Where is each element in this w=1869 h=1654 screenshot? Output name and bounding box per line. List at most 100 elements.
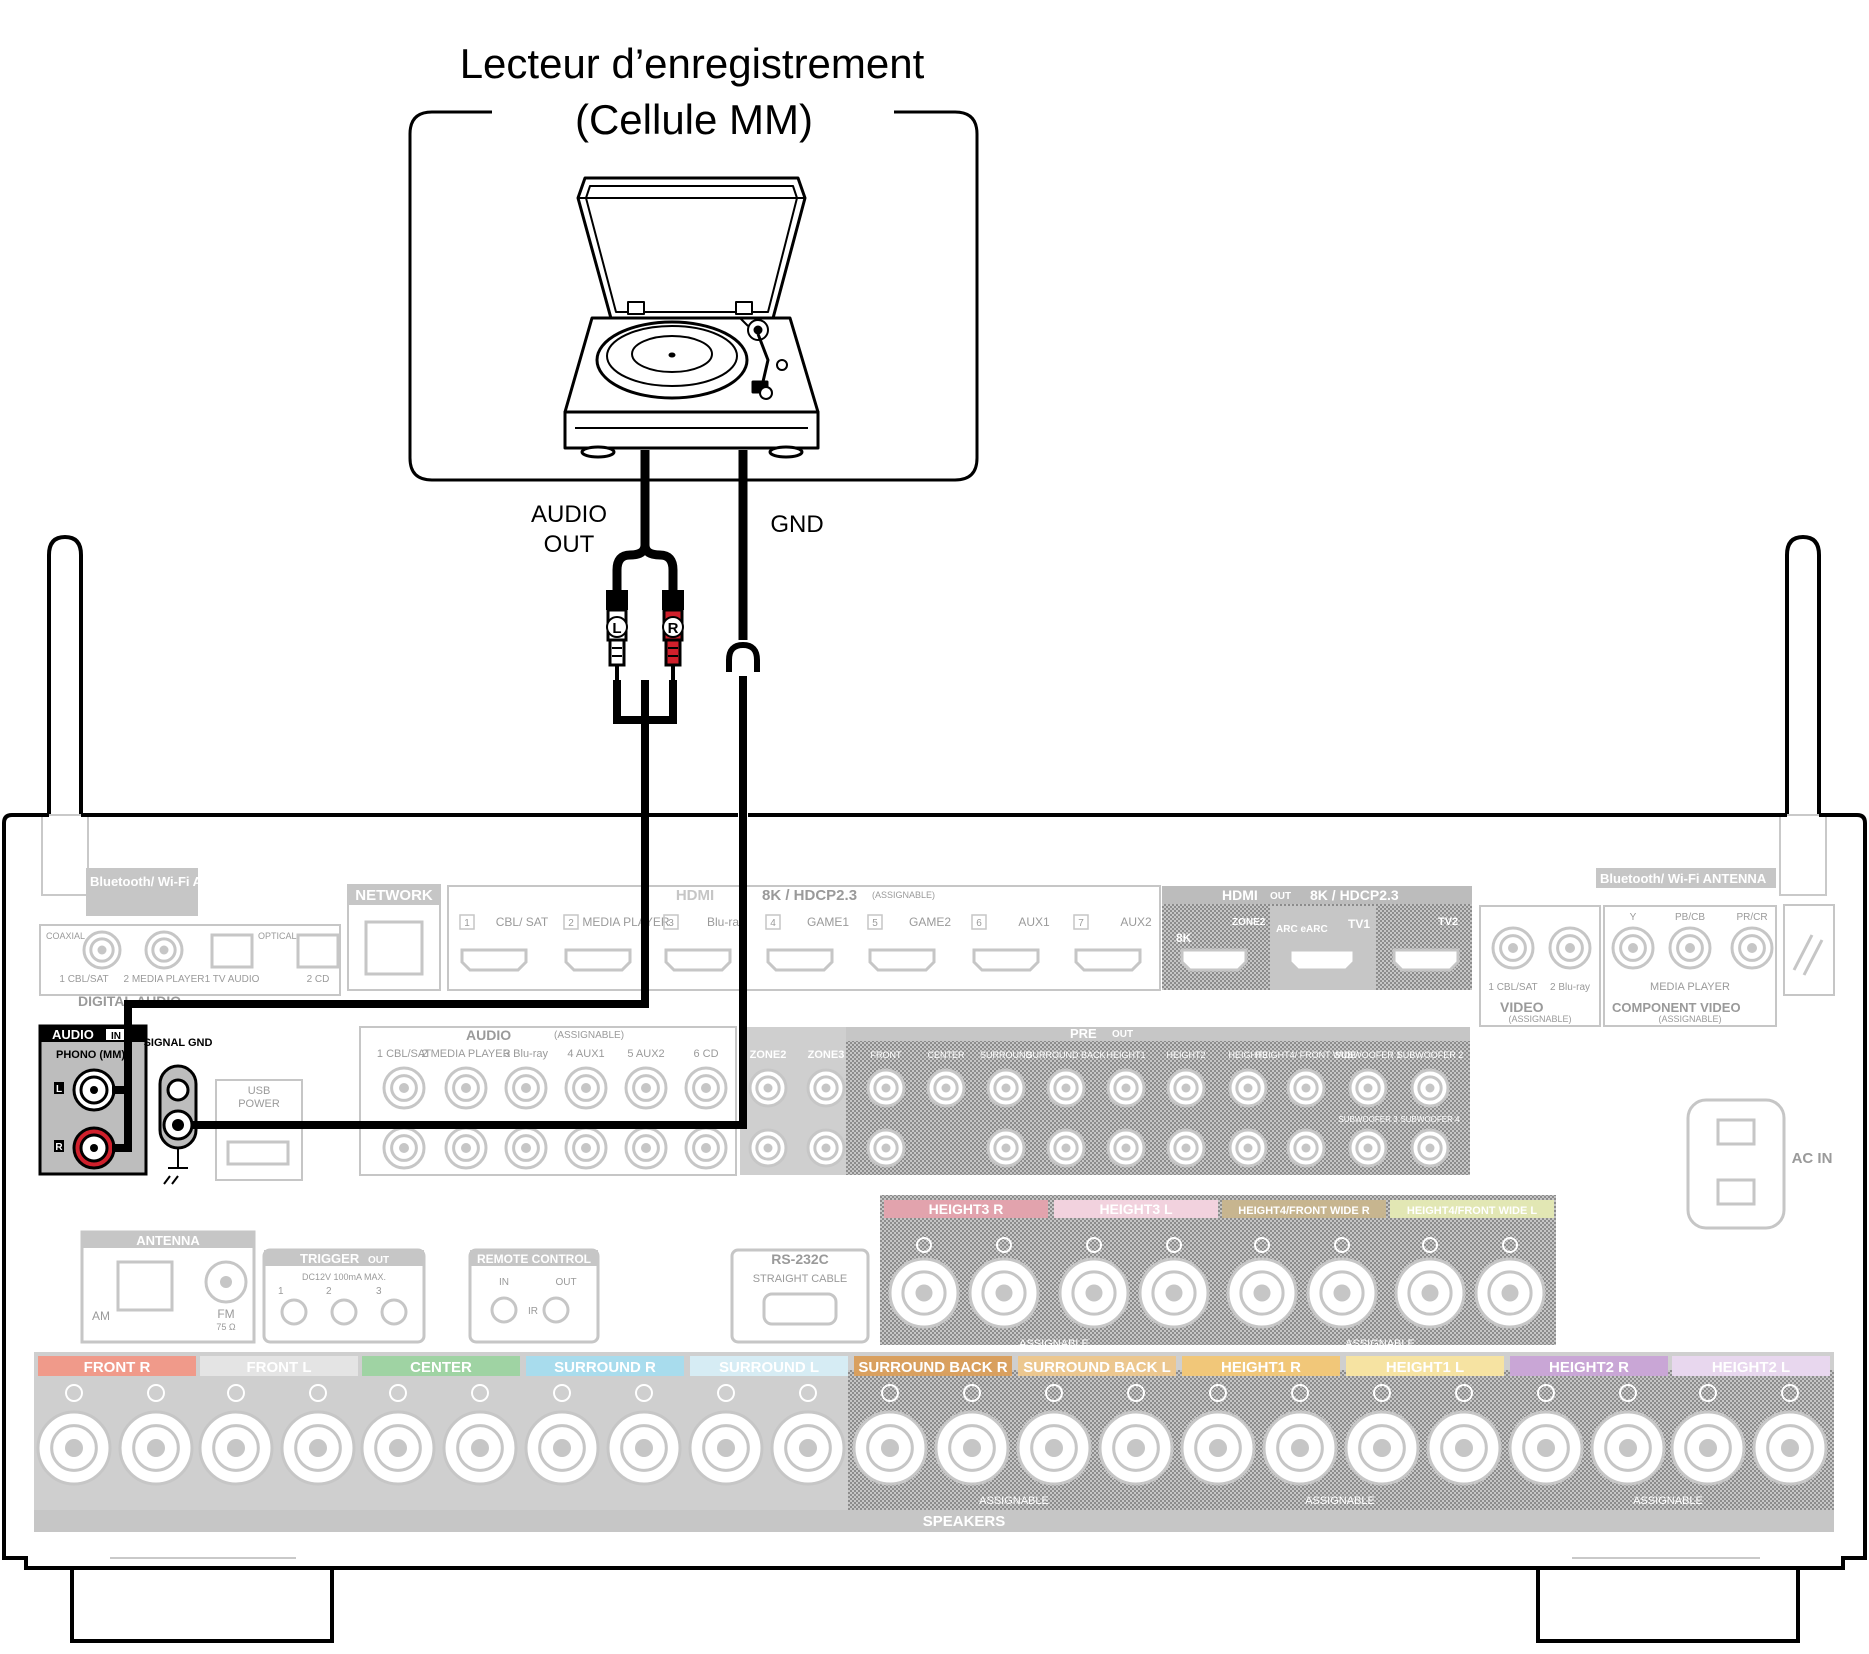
audio-in-jack-l-1-pin xyxy=(399,1083,409,1093)
hdmi-in-port-1 xyxy=(460,948,528,972)
comp-pb-label: PB/CB xyxy=(1675,912,1705,923)
tv2-label: TV2 xyxy=(1438,916,1458,928)
am-label: AM xyxy=(92,1309,110,1323)
speaker-minus-6-ring xyxy=(948,1424,996,1472)
component-pr-jack-ring xyxy=(1738,934,1766,962)
pre-out-jack-top-6-ring xyxy=(1173,1075,1199,1101)
zone-jack-l-1-ring xyxy=(755,1075,781,1101)
speaker-plus-10-pin xyxy=(1537,1439,1555,1457)
optical-jack-2 xyxy=(296,933,340,969)
speaker-assignable-1: ASSIGNABLE xyxy=(979,1495,1049,1507)
audio-in-jack-r-1-ring xyxy=(390,1134,418,1162)
upper-minus-icon-4 xyxy=(1502,1237,1518,1253)
speaker-plus-6-ring xyxy=(866,1424,914,1472)
pre-out-label-2: CENTER xyxy=(927,1050,965,1060)
k8-label: 8K xyxy=(1176,931,1192,945)
speaker-plus-icon-5 xyxy=(717,1384,735,1402)
hdmi-in-label-4: GAME1 xyxy=(807,915,849,929)
zone-pre-out-panel: PRE OUT xyxy=(740,1026,1470,1175)
speaker-minus-1-pin xyxy=(147,1439,165,1457)
speaker-label-5: SURROUND L xyxy=(719,1359,819,1376)
upper-speaker-minus-4-ring xyxy=(1487,1270,1533,1316)
hdmi-out-panel: HDMI OUT 8K / HDCP2.3 TV1 ARC eARC ZONE2… xyxy=(1162,886,1472,990)
rs232-panel: RS-232C STRAIGHT CABLE xyxy=(730,1248,870,1344)
zone-jack-r-2-pin xyxy=(821,1143,831,1153)
audio-in-jack-r-6-ring xyxy=(692,1134,720,1162)
remote-ir-label: IR xyxy=(528,1306,538,1317)
speaker-plus-1-ring xyxy=(50,1424,98,1472)
speaker-plus-icon-4 xyxy=(553,1384,571,1402)
speaker-minus-5-pin xyxy=(799,1439,817,1457)
upper-speaker-label-1: HEIGHT3 R xyxy=(929,1201,1004,1217)
audio-in-jack-r-5-pin xyxy=(641,1143,651,1153)
zone-label-1: ZONE2 xyxy=(750,1049,787,1061)
usb-label: USB xyxy=(248,1085,271,1097)
upper-speaker-minus-3-pin xyxy=(1333,1284,1351,1302)
speaker-minus-4-ring xyxy=(620,1424,668,1472)
pre-out-jack-bottom-9-pin xyxy=(1363,1143,1373,1153)
hdmi-in-number-3: 3 xyxy=(668,918,674,929)
antenna-panel: ANTENNA AM FM 75 Ω xyxy=(80,1230,256,1344)
coaxial-jack-1-pin xyxy=(97,945,107,955)
coaxial-jack-2-ring xyxy=(151,937,177,963)
audio-in-panel: AUDIO (ASSIGNABLE) xyxy=(359,1026,737,1176)
hdmi-in-number-box-1 xyxy=(459,914,475,930)
hdmi-in-label-3: Blu-ray xyxy=(707,915,745,929)
tv1-label: TV1 xyxy=(1348,917,1370,931)
trigger-panel: TRIGGER OUT DC12V 100mA MAX. 1 2 3 xyxy=(262,1248,426,1344)
speaker-minus-5-ring xyxy=(784,1424,832,1472)
upper-speaker-minus-2-pin xyxy=(1165,1284,1183,1302)
optical-jack-1 xyxy=(210,933,254,969)
pre-out-jack-bottom-1-ring xyxy=(873,1135,899,1161)
hdmi-in-port-5 xyxy=(868,948,936,972)
speaker-minus-3-ring xyxy=(456,1424,504,1472)
hdmi-in-number-7: 7 xyxy=(1078,918,1084,929)
hdmi-in-number-6: 6 xyxy=(976,918,982,929)
speaker-plus-5-pin xyxy=(717,1439,735,1457)
digital-jacks xyxy=(82,930,340,970)
hdmi-out-spec: 8K / HDCP2.3 xyxy=(1310,887,1399,903)
phono-in-badge: IN xyxy=(111,1031,121,1042)
audio-in-assignable: (ASSIGNABLE) xyxy=(554,1030,624,1041)
gnd-fork xyxy=(726,641,760,672)
pre-out-jack-bottom-8-ring xyxy=(1293,1135,1319,1161)
speaker-minus-8-ring xyxy=(1276,1424,1324,1472)
upper-speaker-header-1 xyxy=(884,1200,1048,1218)
zone-jack-l-2-pin xyxy=(821,1083,831,1093)
wifi-icon-right xyxy=(1783,904,1835,996)
upper-plus-icon-1 xyxy=(916,1237,932,1253)
upper-speaker-label-4: HEIGHT4/FRONT WIDE L xyxy=(1407,1205,1537,1217)
opt2-label: 2 CD xyxy=(307,974,330,985)
audio-in-jack-l-1-ring xyxy=(390,1074,418,1102)
remote-in-label: IN xyxy=(499,1277,509,1288)
usb-port: USB POWER xyxy=(215,1079,303,1181)
upper-speaker-minus-2-ring xyxy=(1151,1270,1197,1316)
hdmi-out-zone2-port xyxy=(1180,948,1248,972)
hdmi-in-port-7 xyxy=(1074,948,1142,972)
upper-minus-icon-2 xyxy=(1166,1237,1182,1253)
speaker-plus-5-ring xyxy=(702,1424,750,1472)
hdmi-in-number-box-5 xyxy=(867,914,883,930)
speaker-minus-icon-11 xyxy=(1781,1384,1799,1402)
upper-speaker-label-2: HEIGHT3 L xyxy=(1099,1201,1173,1217)
pre-out-jack-top-1-ring xyxy=(873,1075,899,1101)
hdmi-in-title: HDMI xyxy=(676,887,714,904)
speaker-minus-11-ring xyxy=(1766,1424,1814,1472)
hdmi-in-assignable: (ASSIGNABLE) xyxy=(872,890,935,900)
pre-out-jack-top-9-pin xyxy=(1363,1083,1373,1093)
component-pb-jack-pin xyxy=(1685,943,1695,953)
speaker-label-9: HEIGHT1 L xyxy=(1386,1359,1464,1376)
audio-in-jack-l-3-pin xyxy=(521,1083,531,1093)
remote-out-label: OUT xyxy=(555,1277,576,1288)
video-label: VIDEO xyxy=(1500,999,1544,1015)
upper-speaker-plus-4-pin xyxy=(1421,1284,1439,1302)
video-assignable: (ASSIGNABLE) xyxy=(1508,1014,1571,1024)
pre-out-label-9: SUBWOOFER 1 xyxy=(1335,1050,1402,1060)
speaker-label-6: SURROUND BACK R xyxy=(858,1359,1007,1376)
pre-out-jack-top-7-ring xyxy=(1235,1075,1261,1101)
rca-plug-left: L xyxy=(606,590,628,680)
audio-in-jack-r-5-ring xyxy=(632,1134,660,1162)
